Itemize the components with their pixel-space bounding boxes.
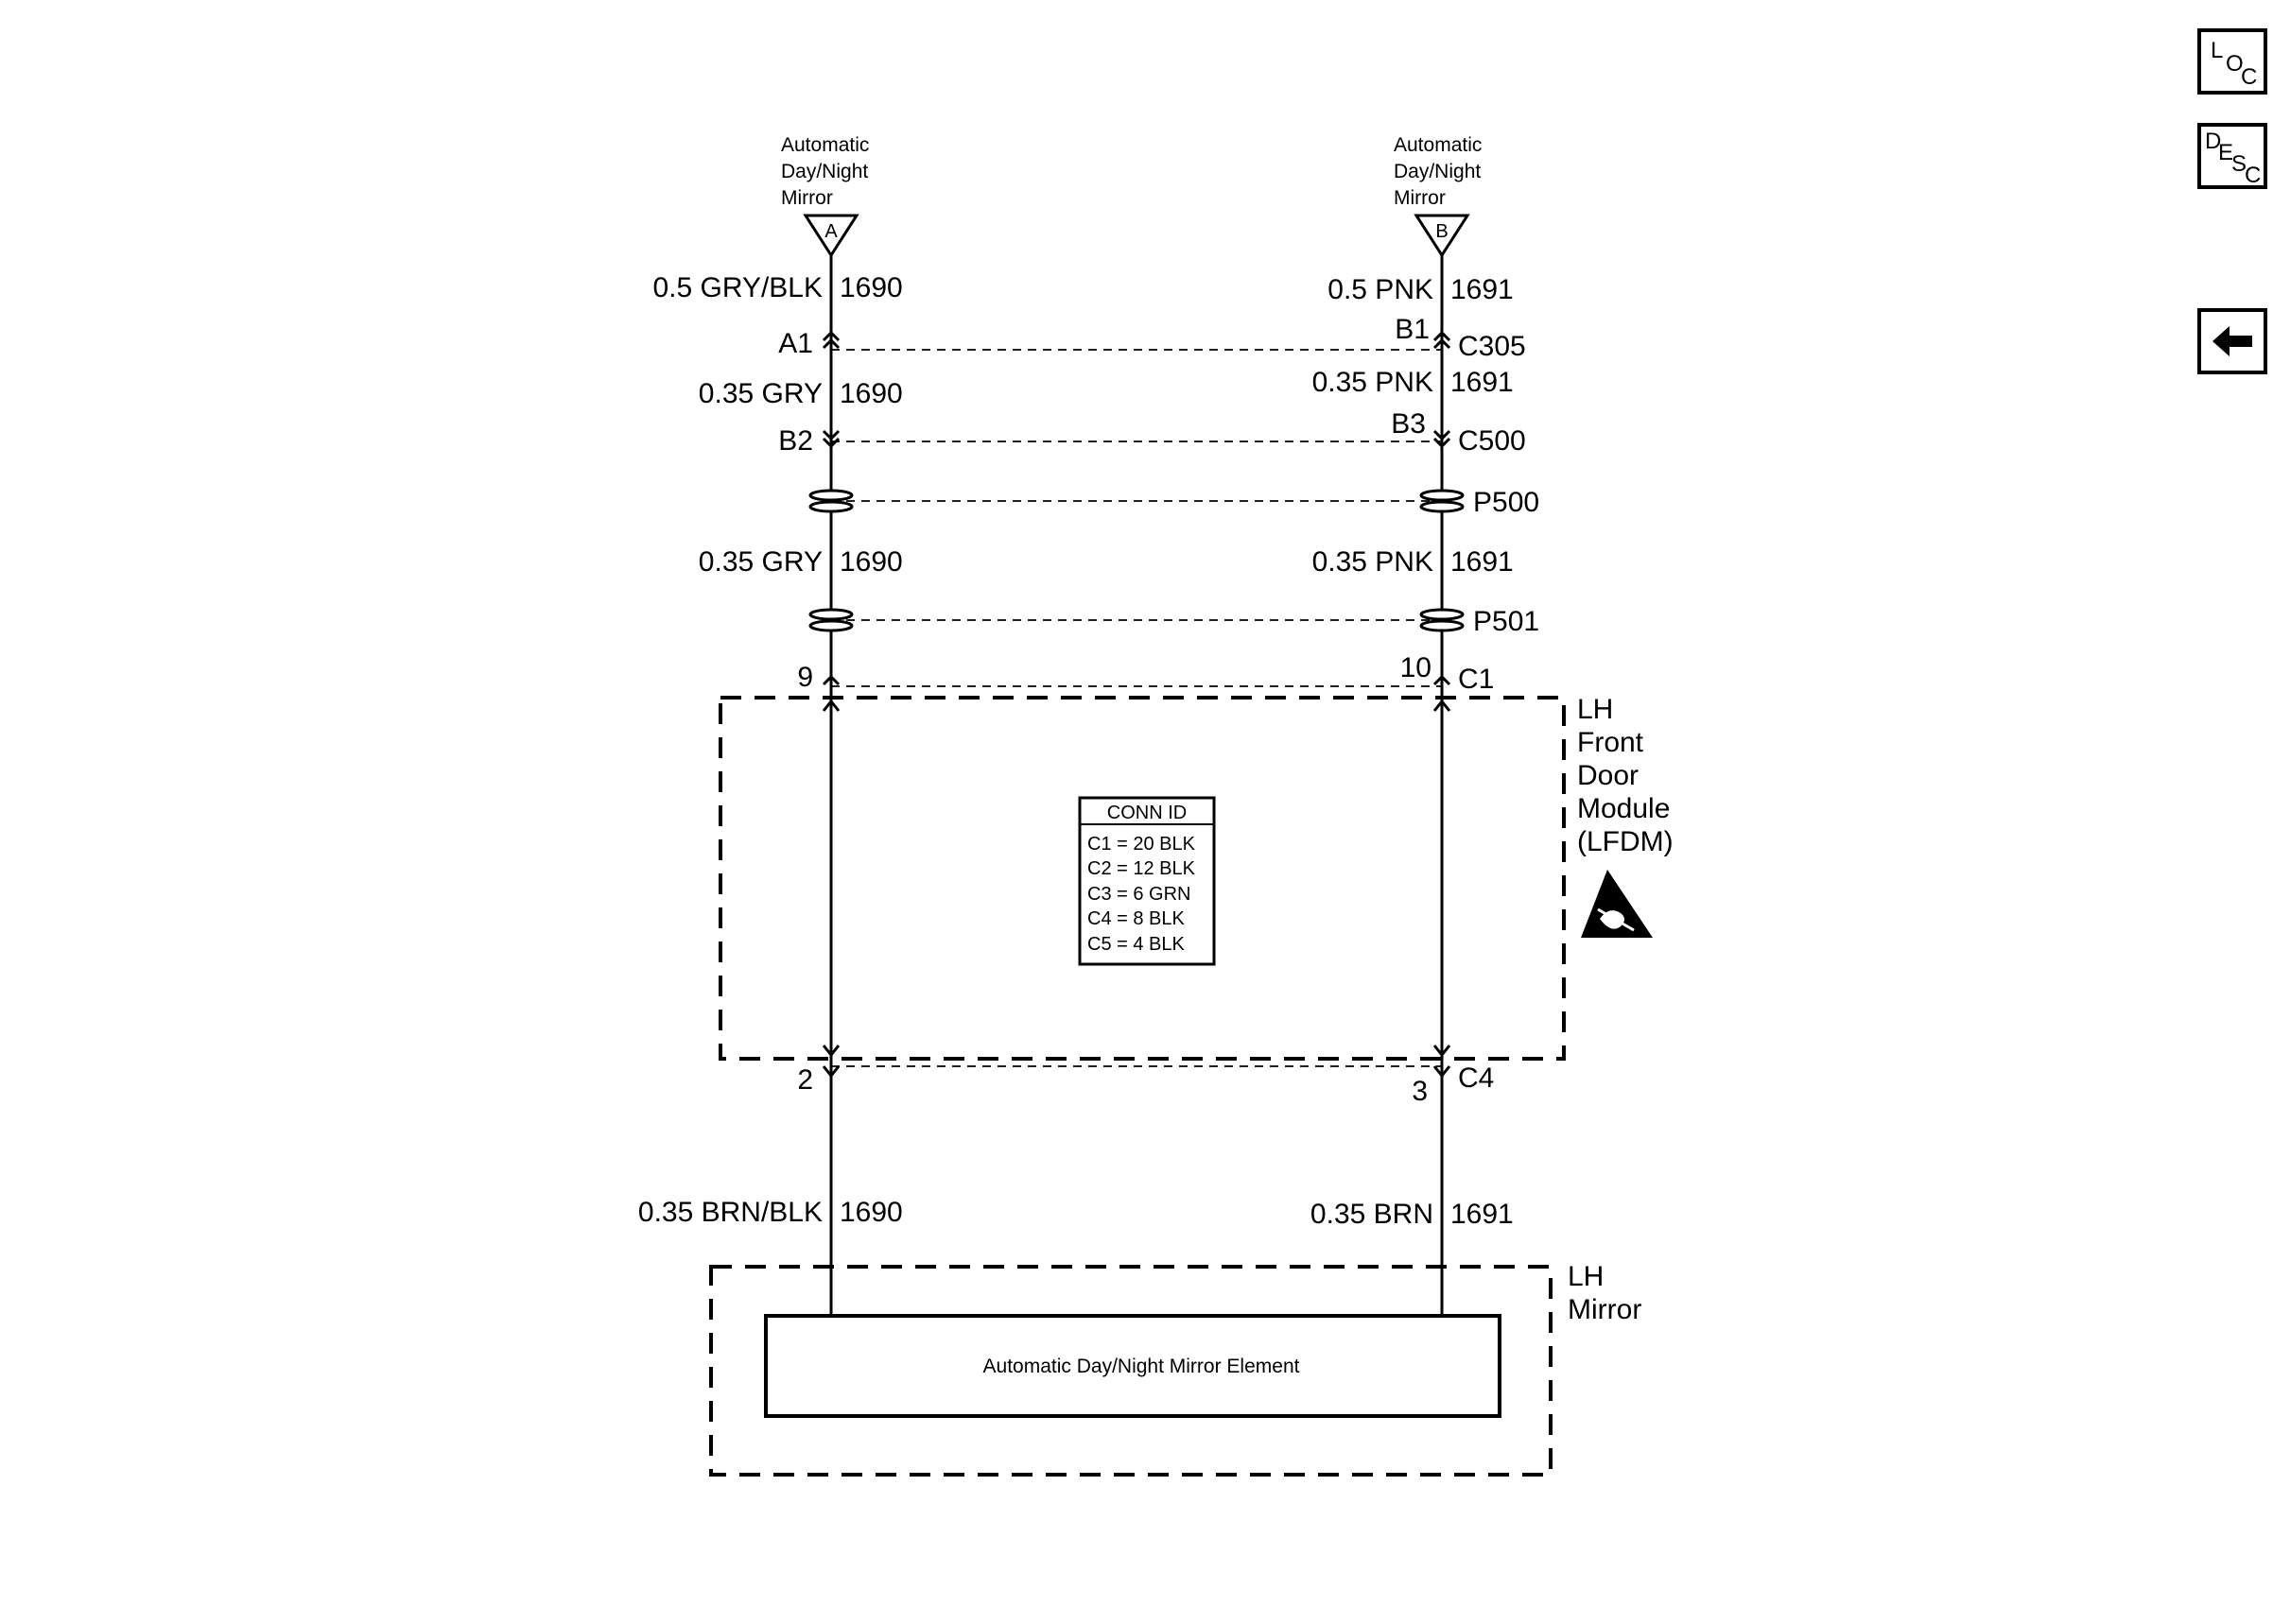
- loc-letter-c: C: [2241, 64, 2258, 90]
- conn-id-row: C1 = 20 BLK: [1087, 834, 1196, 855]
- p501-name: P501: [1473, 606, 1539, 637]
- arrow-left-icon: [2212, 326, 2252, 356]
- conn-id-row: C2 = 12 BLK: [1087, 858, 1196, 879]
- right-seg4-circuit: 1691: [1450, 1199, 1514, 1230]
- conn-id-row: C4 = 8 BLK: [1087, 908, 1186, 929]
- left-seg2-spec: 0.35 GRY: [699, 378, 823, 409]
- conn-id-table: CONN ID C1 = 20 BLK C2 = 12 BLK C3 = 6 G…: [1078, 796, 1216, 966]
- c305-name: C305: [1458, 331, 1526, 362]
- left-seg3-circuit: 1690: [840, 546, 903, 578]
- mirror-label-line-1: LH: [1568, 1261, 1604, 1292]
- lfdm-label-line-2: Front: [1577, 727, 1644, 758]
- right-seg3-circuit: 1691: [1450, 546, 1514, 578]
- lfdm-label-line-5: (LFDM): [1577, 826, 1674, 857]
- source-b-letter: B: [1435, 221, 1448, 242]
- source-a: Automatic Day/Night Mirror A: [781, 134, 869, 258]
- desc-letter-d: D: [2205, 129, 2222, 154]
- desc-letter-e: E: [2218, 140, 2234, 165]
- c500-left-pin: B2: [778, 425, 813, 457]
- p500-name: P500: [1473, 487, 1539, 518]
- c500-right-pin: B3: [1391, 408, 1426, 440]
- esd-sensitive-icon: [1581, 870, 1653, 938]
- c4-right-pin: 3: [1412, 1076, 1428, 1107]
- left-seg2-circuit: 1690: [840, 378, 903, 409]
- desc-button[interactable]: D E S C: [2197, 123, 2267, 189]
- left-seg3-spec: 0.35 GRY: [699, 546, 823, 578]
- lh-mirror: LH Mirror Automatic Day/Night Mirror Ele…: [709, 1261, 1641, 1477]
- right-seg2-spec: 0.35 PNK: [1312, 367, 1433, 398]
- loc-letter-l: L: [2211, 38, 2224, 63]
- c4-name: C4: [1458, 1063, 1494, 1094]
- back-button[interactable]: [2197, 308, 2267, 374]
- source-b-label-line-1: Automatic: [1394, 134, 1482, 156]
- source-b-label-line-2: Day/Night: [1394, 161, 1481, 182]
- lfdm-label-line-3: Door: [1577, 760, 1639, 791]
- right-seg2-circuit: 1691: [1450, 367, 1514, 398]
- desc-letter-c: C: [2245, 163, 2262, 188]
- conn-id-row: C3 = 6 GRN: [1087, 884, 1190, 905]
- lfdm-label-line-1: LH: [1577, 694, 1613, 725]
- conn-id-title: CONN ID: [1107, 803, 1187, 823]
- lfdm-module: LH Front Door Module (LFDM) CONN ID C1 =…: [719, 694, 1674, 1061]
- left-seg4-circuit: 1690: [840, 1197, 903, 1228]
- mirror-element-label: Automatic Day/Night Mirror Element: [983, 1356, 1300, 1377]
- left-seg1-spec: 0.5 GRY/BLK: [652, 272, 823, 303]
- left-seg1-circuit: 1690: [840, 272, 903, 303]
- lfdm-label-line-4: Module: [1577, 793, 1670, 824]
- source-a-label-line-2: Day/Night: [781, 161, 868, 182]
- c305-left-pin: A1: [778, 328, 813, 359]
- connector-c500: B2 B3 C500: [778, 408, 1525, 457]
- source-b-label-line-3: Mirror: [1394, 187, 1446, 209]
- source-b: Automatic Day/Night Mirror B: [1394, 134, 1482, 258]
- c1-right-pin: 10: [1400, 652, 1431, 683]
- source-a-letter: A: [824, 221, 838, 242]
- connector-c4: 2 3 C4: [797, 1063, 1494, 1107]
- c1-left-pin: 9: [797, 662, 813, 693]
- right-seg4-spec: 0.35 BRN: [1310, 1199, 1433, 1230]
- c1-name: C1: [1458, 664, 1494, 695]
- loc-letter-o: O: [2226, 51, 2244, 77]
- right-seg3-spec: 0.35 PNK: [1312, 546, 1433, 578]
- wiring-diagram: Automatic Day/Night Mirror A Automatic D…: [638, 134, 1674, 1477]
- right-seg1-circuit: 1691: [1450, 274, 1514, 305]
- c305-right-pin: B1: [1395, 314, 1430, 345]
- left-seg4-spec: 0.35 BRN/BLK: [638, 1197, 823, 1228]
- c500-name: C500: [1458, 425, 1526, 457]
- loc-button[interactable]: L O C: [2197, 28, 2267, 95]
- desc-letter-s: S: [2231, 151, 2247, 177]
- right-seg1-spec: 0.5 PNK: [1327, 274, 1433, 305]
- source-a-label-line-3: Mirror: [781, 187, 833, 209]
- passthrough-p501: P501: [808, 606, 1539, 637]
- conn-id-row: C5 = 4 BLK: [1087, 934, 1186, 955]
- mirror-label-line-2: Mirror: [1568, 1294, 1641, 1325]
- connector-c305: A1 B1 C305: [778, 314, 1525, 362]
- connector-c1: 9 10 C1: [797, 652, 1494, 695]
- c4-left-pin: 2: [797, 1064, 813, 1096]
- source-a-label-line-1: Automatic: [781, 134, 869, 156]
- passthrough-p500: P500: [808, 487, 1539, 518]
